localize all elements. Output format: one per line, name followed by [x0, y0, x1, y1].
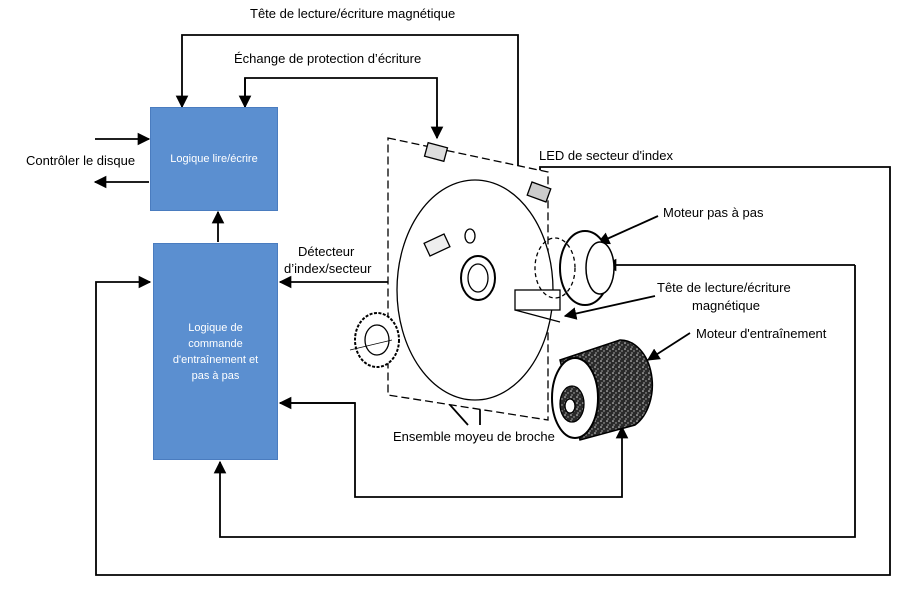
label-head-top: Tête de lecture/écriture magnétique: [250, 6, 455, 21]
label-index-led: LED de secteur d'index: [539, 148, 674, 163]
label-disk-control: Contrôler le disque: [26, 153, 135, 168]
label-stepper-motor: Moteur pas à pas: [663, 205, 764, 220]
read-write-logic-label: Logique lire/écrire: [170, 153, 258, 165]
label-index-detector-line1: Détecteur: [298, 244, 355, 259]
stepper-pointer: [596, 215, 659, 245]
write-protect-switch: [423, 141, 449, 163]
drive-mechanism: [349, 137, 654, 441]
label-head-right-line2: magnétique: [692, 298, 760, 313]
label-drive-motor: Moteur d'entraînement: [696, 326, 827, 341]
head-right-pointer: [563, 295, 656, 320]
label-spindle-hub: Ensemble moyeu de broche: [393, 429, 555, 444]
drive-motor-pointer: [646, 332, 691, 361]
index-detector-post: [423, 233, 451, 257]
diagram-labels: Tête de lecture/écriture magnétique Écha…: [26, 6, 827, 444]
index-led: [526, 181, 552, 203]
head-line-top: [175, 34, 519, 262]
led-line: [95, 166, 891, 576]
label-head-right-line1: Tête de lecture/écriture: [657, 280, 791, 295]
head-carriage: [514, 289, 561, 311]
label-index-detector-line2: d’index/secteur: [284, 261, 372, 276]
drive-stepper-logic-label: Logique de commande d'entraînement et pa…: [172, 321, 259, 382]
read-write-logic-block: Logique lire/écrire: [150, 107, 278, 211]
drive-stepper-logic-block: Logique de commande d'entraînement et pa…: [153, 243, 278, 460]
label-write-protect: Échange de protection d’écriture: [234, 51, 421, 66]
stepper-line: [213, 265, 856, 538]
